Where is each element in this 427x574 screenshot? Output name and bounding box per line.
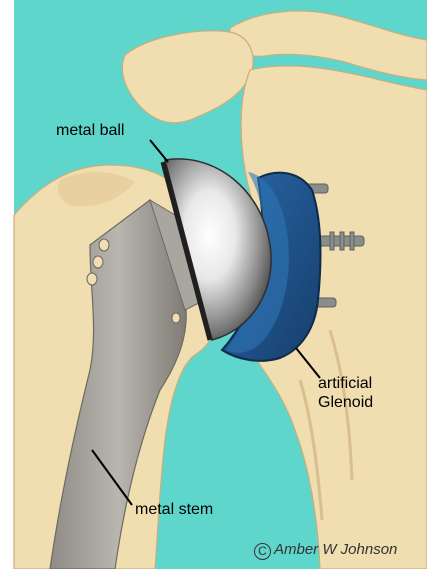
stem-hole-4 — [172, 313, 180, 323]
glenoid-label-line-2: Glenoid — [318, 393, 373, 412]
credit-name: Amber W Johnson — [274, 541, 397, 558]
copyright-icon: C — [254, 543, 271, 560]
glenoid-label-line-1: artificial — [318, 374, 373, 393]
stem-hole-1 — [99, 239, 109, 251]
metal-ball-label: metal ball — [56, 121, 124, 140]
stem-hole-2 — [93, 256, 103, 268]
artificial-glenoid-label: artificial Glenoid — [318, 374, 373, 412]
stem-hole-3 — [87, 273, 97, 285]
metal-stem-label: metal stem — [135, 500, 213, 519]
